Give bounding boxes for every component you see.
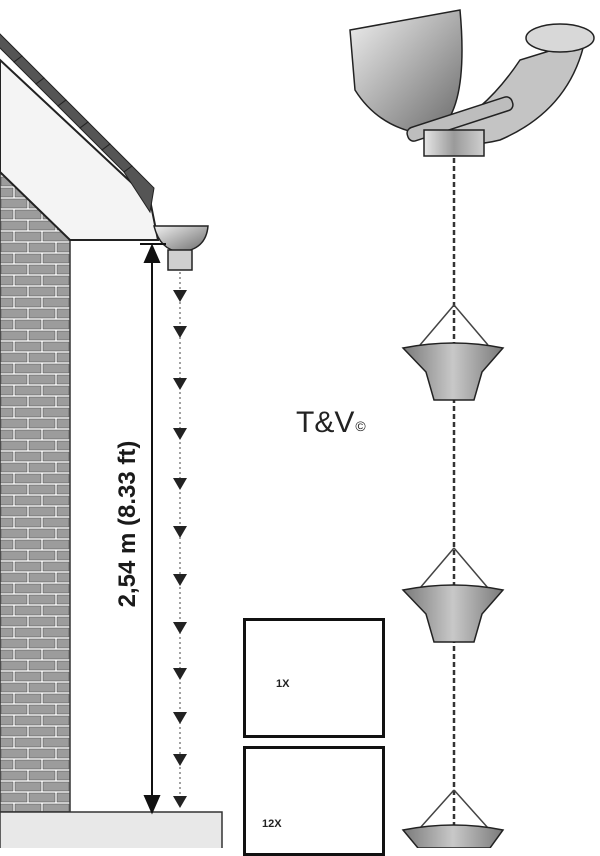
brand-name: T&V xyxy=(296,406,355,439)
cups-quantity-label: 12X xyxy=(262,818,282,830)
roof xyxy=(0,33,160,241)
rain-cup-1 xyxy=(401,304,505,401)
rain-cup-3 xyxy=(401,789,505,849)
brick-wall xyxy=(0,168,71,813)
ground xyxy=(0,811,223,853)
hook-quantity-label: 1X xyxy=(276,678,290,690)
cups-kit-box xyxy=(243,746,385,856)
rain-cup-2 xyxy=(401,547,505,643)
gutter-detail xyxy=(349,9,595,157)
hook-kit-box xyxy=(243,618,385,738)
copyright-mark: © xyxy=(355,418,366,434)
small-rain-chain xyxy=(173,272,187,808)
height-dimension-arrow xyxy=(140,243,166,815)
brand-label: T&V© xyxy=(296,406,366,440)
height-dimension-label: 2,54 m (8.33 ft) xyxy=(114,440,141,608)
house-gutter xyxy=(153,225,209,271)
